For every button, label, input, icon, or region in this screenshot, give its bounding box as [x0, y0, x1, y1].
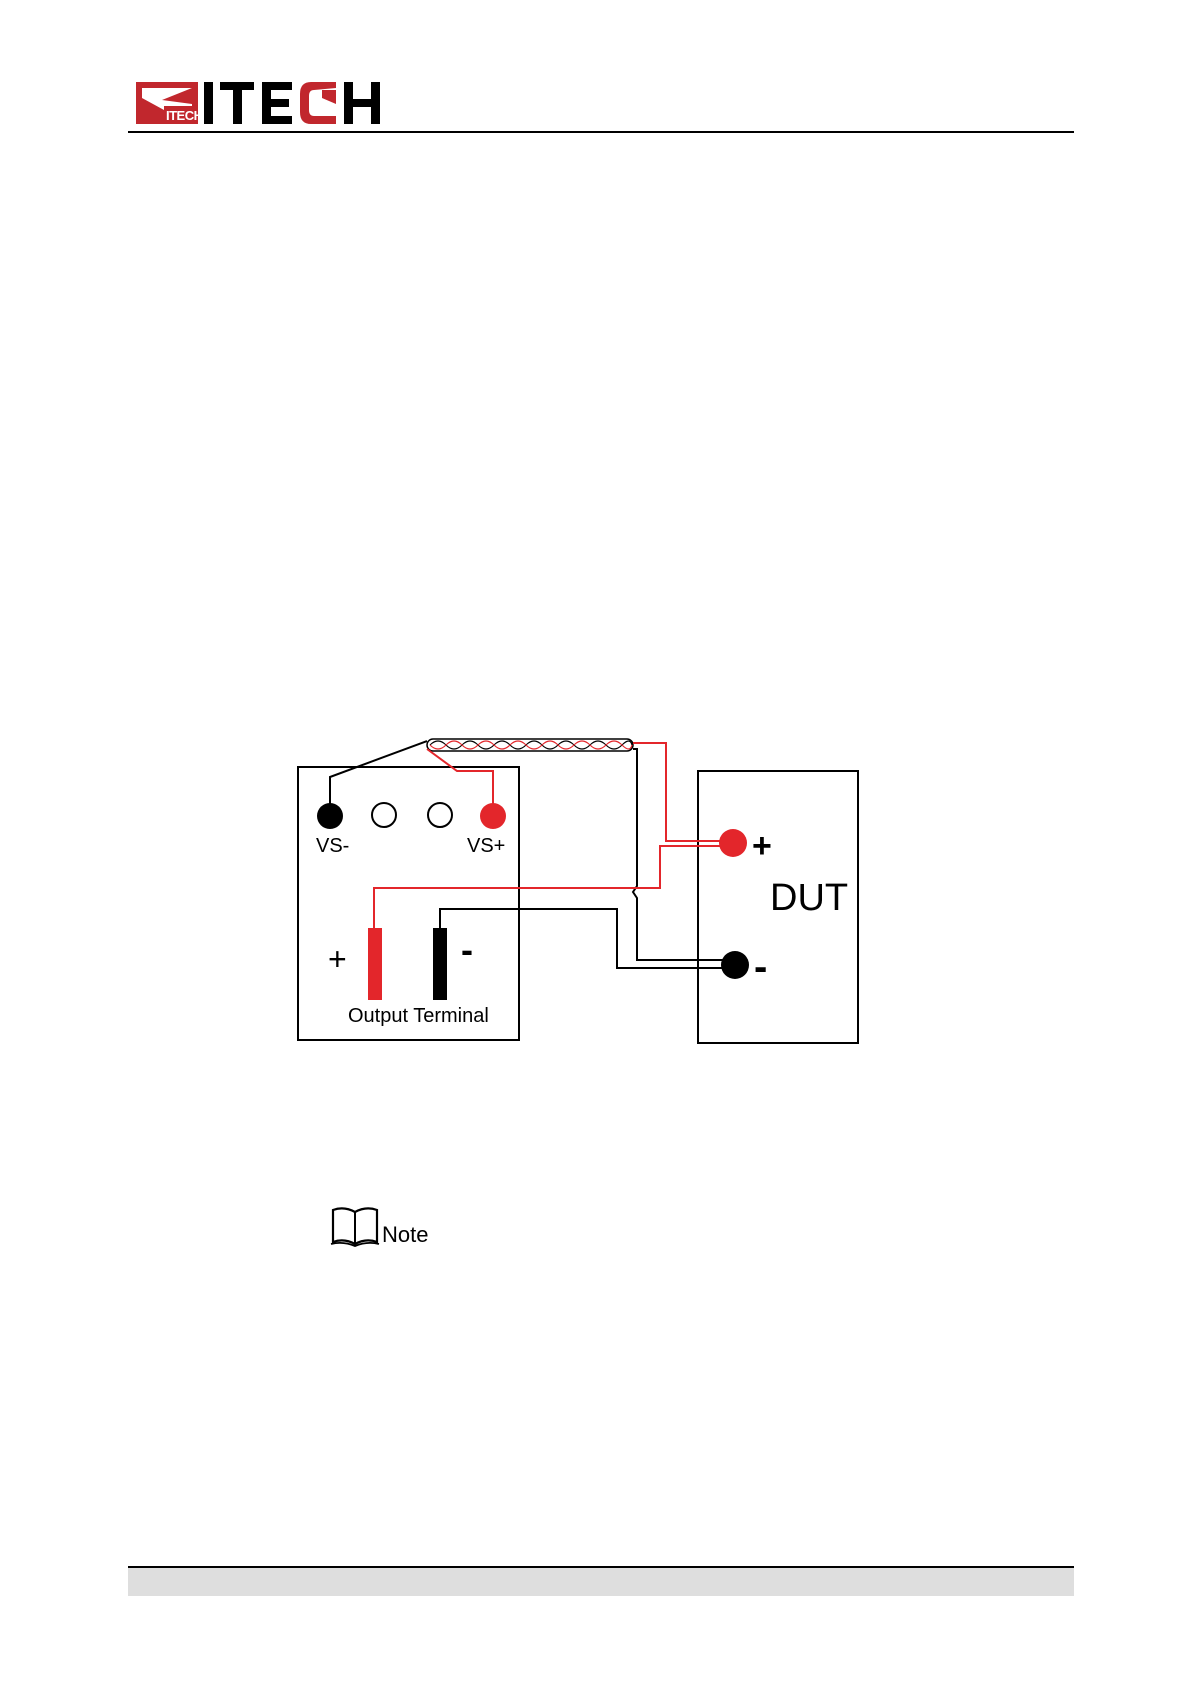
- sense-plus-terminal: [480, 803, 506, 829]
- dut-label: DUT: [770, 877, 848, 919]
- footer-band: [128, 1568, 1074, 1596]
- empty-terminal-1: [372, 803, 396, 827]
- sense-minus-to-dut-wire: [633, 749, 733, 960]
- sense-minus-label: VS-: [316, 835, 349, 857]
- note-callout: Note: [330, 1204, 428, 1248]
- sense-plus-label: VS+: [467, 835, 505, 857]
- output-minus-sign: -: [461, 929, 473, 970]
- note-label: Note: [382, 1224, 428, 1248]
- book-icon: [330, 1206, 380, 1248]
- empty-terminal-2: [428, 803, 452, 827]
- dut-plus-terminal: [719, 829, 747, 857]
- output-plus-terminal: [368, 928, 382, 1000]
- sense-minus-terminal: [317, 803, 343, 829]
- output-terminal-label: Output Terminal: [348, 1005, 489, 1027]
- dut-minus-terminal: [721, 951, 749, 979]
- sense-plus-to-dut-wire: [633, 743, 733, 841]
- output-minus-terminal: [433, 928, 447, 1000]
- twisted-pair-cable: [427, 739, 633, 751]
- output-plus-wire: [374, 846, 733, 928]
- output-plus-sign: +: [328, 941, 347, 977]
- dut-minus-sign: -: [754, 945, 767, 989]
- dut-plus-sign: +: [752, 827, 772, 865]
